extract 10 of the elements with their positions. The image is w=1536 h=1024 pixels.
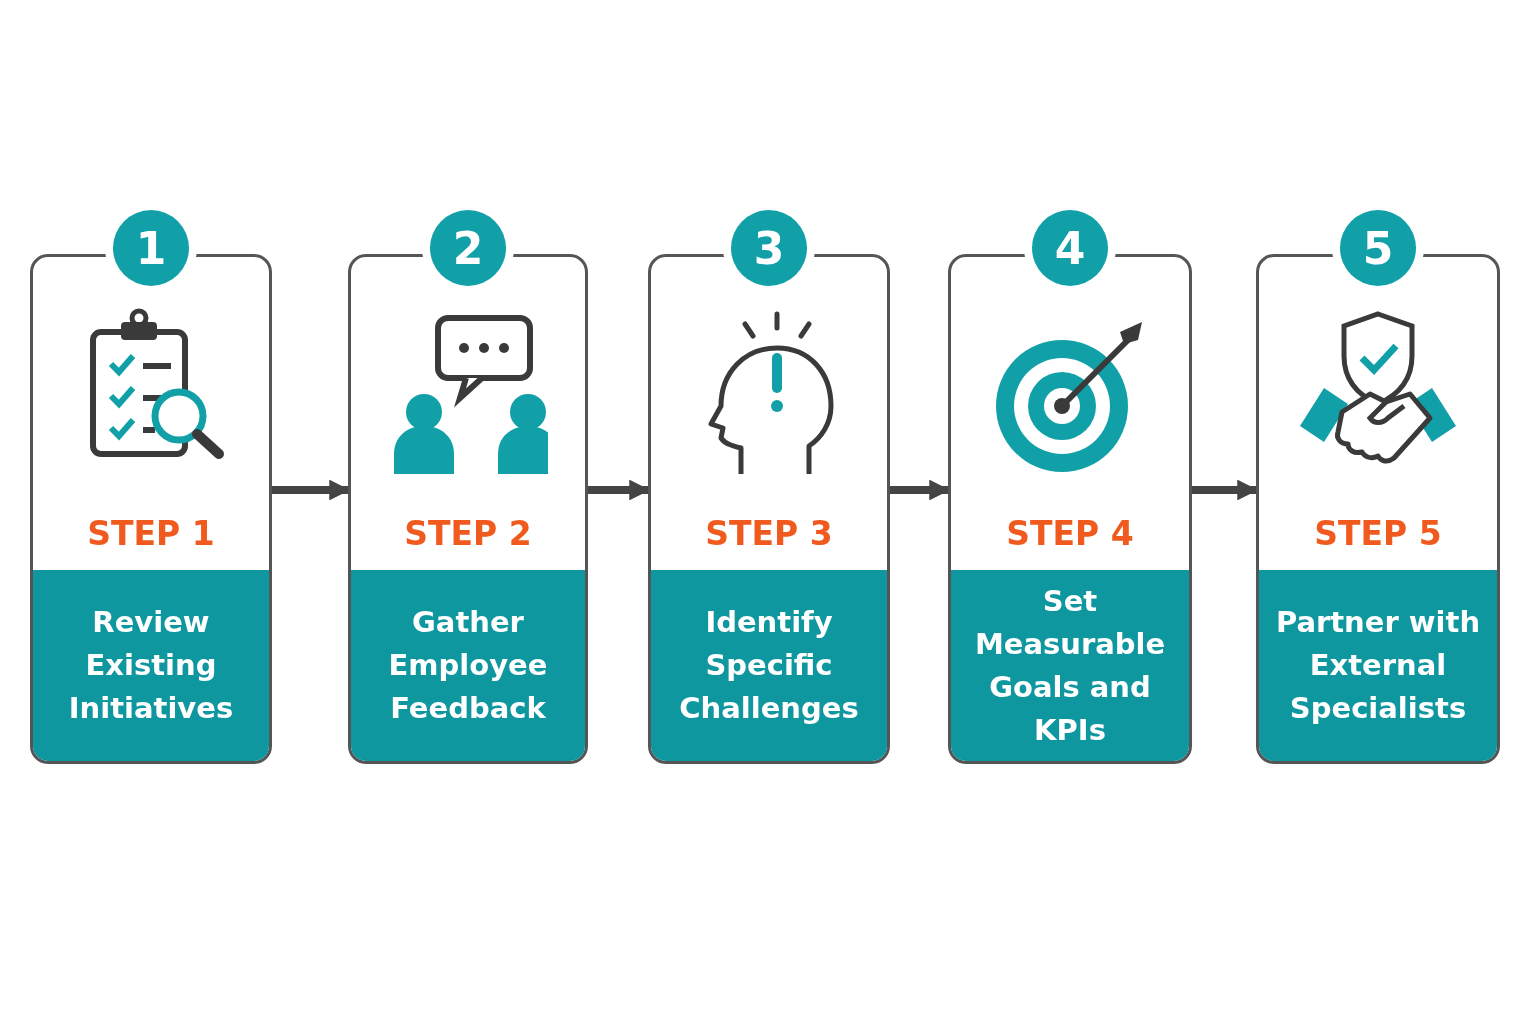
step-description: Set Measurable Goals and KPIs xyxy=(973,582,1167,749)
step-description: Review Existing Initiatives xyxy=(67,604,235,727)
step-label: STEP 4 xyxy=(1005,514,1135,553)
step-description: Gather Employee Feedback xyxy=(387,604,549,727)
step-label: STEP 5 xyxy=(1313,514,1443,553)
step-description: Partner with External Specialists xyxy=(1274,604,1482,727)
step-label: STEP 3 xyxy=(704,514,834,553)
step-label: STEP 1 xyxy=(86,514,216,553)
step-label: STEP 2 xyxy=(403,514,533,553)
step-description: Identify Specific Challenges xyxy=(678,604,860,727)
